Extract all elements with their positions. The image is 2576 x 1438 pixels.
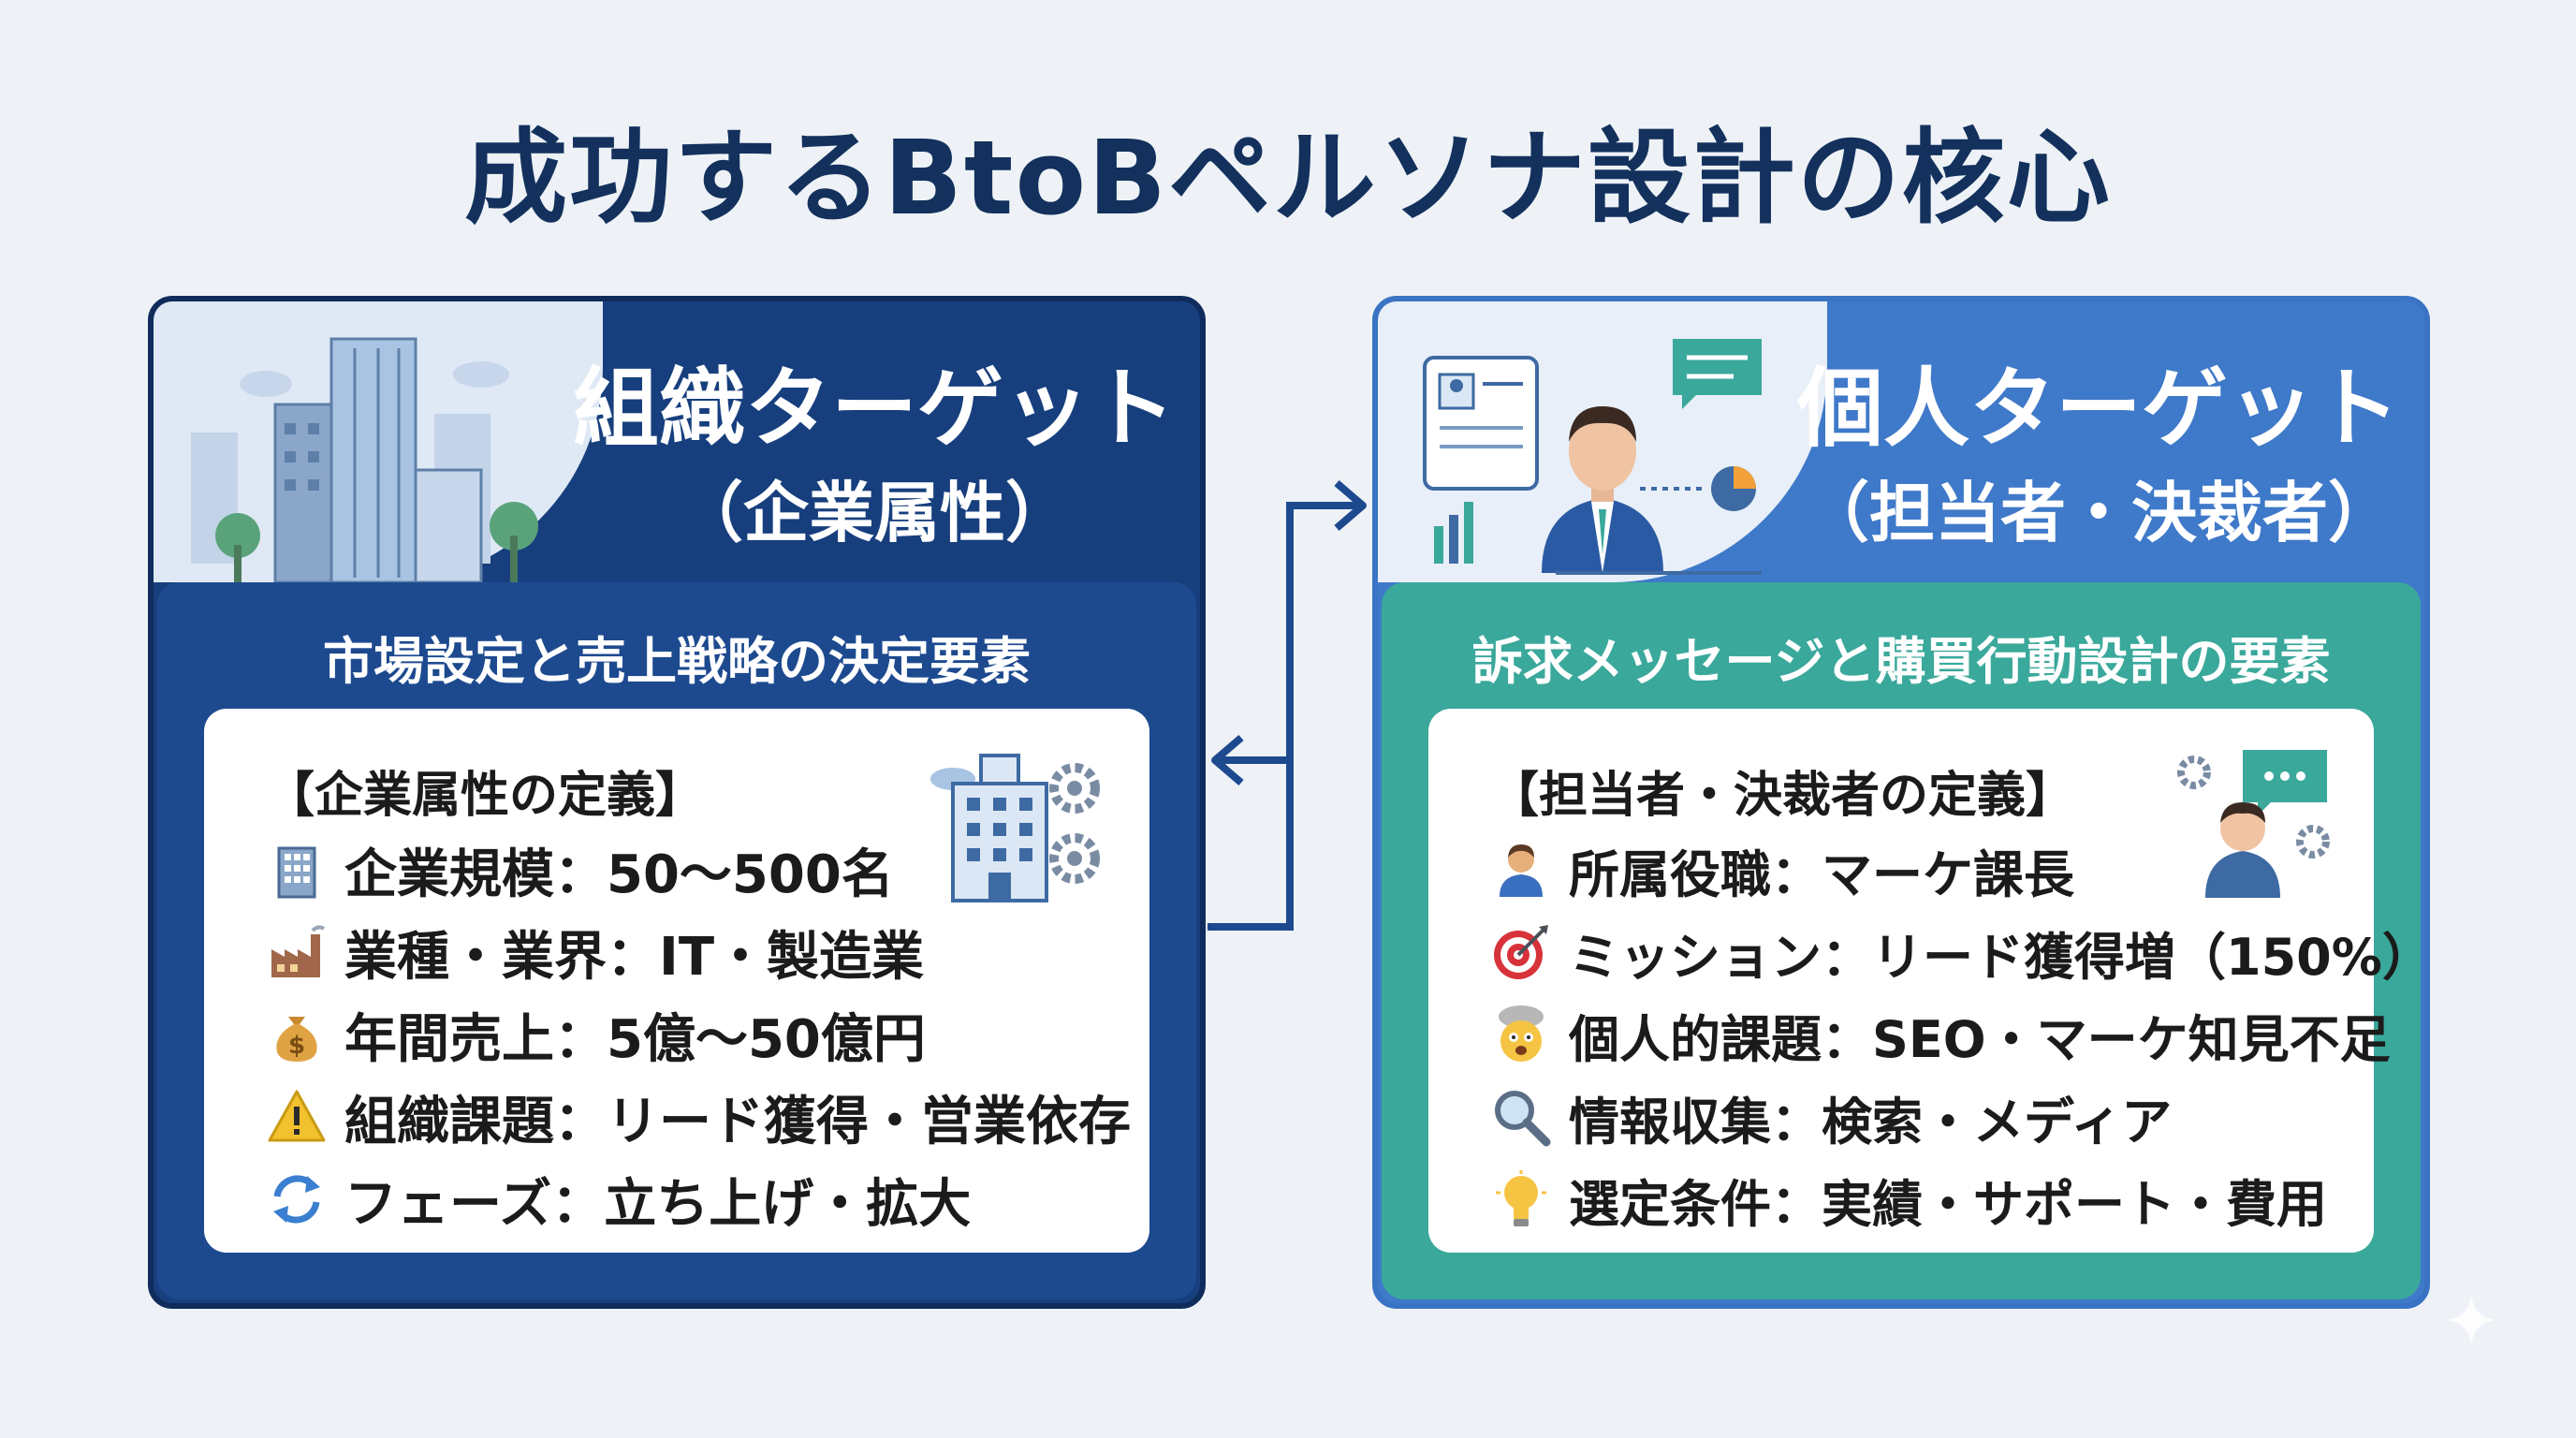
factory-icon	[271, 925, 326, 977]
attribute-list: 所属役職：マーケ課長 ミッション：リード獲得増（150%）	[1490, 829, 2424, 1240]
card-heading: 【企業属性の定義】	[266, 768, 705, 824]
list-item-text: ミッション：リード獲得増（150%）	[1569, 927, 2430, 987]
exploding-head-icon	[1499, 1005, 1544, 1062]
individual-target-panel: 個人ターゲット （担当者・決裁者） 訴求メッセージと購買行動設計の要素 【担当者…	[1372, 296, 2430, 1309]
lightbulb-icon	[1496, 1170, 1546, 1226]
list-item: 情報収集：検索・メディア	[1490, 1076, 2355, 1158]
list-item: ミッション：リード獲得増（150%）	[1490, 911, 2424, 993]
list-item: $ 年間売上：5億〜50億円	[266, 993, 1131, 1076]
person-icon	[1500, 844, 1543, 897]
list-item: 所属役職：マーケ課長	[1490, 829, 2355, 911]
organization-target-panel: 組織ターゲット （企業属性） 市場設定と売上戦略の決定要素 【企業属性の定義】	[148, 296, 1206, 1309]
definition-card: 【担当者・決裁者の定義】 所属役職：マーケ課長	[1428, 709, 2424, 1253]
list-item: 個人的課題：SEO・マーケ知見不足	[1490, 993, 2391, 1076]
list-item-text: 選定条件：実績・サポート・費用	[1569, 1174, 2327, 1234]
card-heading: 【担当者・決裁者の定義】	[1490, 768, 2075, 824]
list-item-text: フェーズ：立ち上げ・拡大	[344, 1173, 972, 1235]
person-chat-gears-icon	[2177, 750, 2330, 898]
panel-body: 訴求メッセージと購買行動設計の要素 【担当者・決裁者の定義】	[1382, 582, 2424, 1299]
list-item-text: 業種・業界：IT・製造業	[344, 926, 925, 988]
list-item-text: 年間売上：5億〜50億円	[344, 1008, 926, 1070]
list-item-text: 個人的課題：SEO・マーケ知見不足	[1569, 1009, 2391, 1069]
list-item-text: 情報収集：検索・メディア	[1569, 1092, 2173, 1152]
attribute-list: 企業規模：50〜500名 業種・業界：IT・製造業 $	[266, 829, 1131, 1240]
section-title: 市場設定と売上戦略の決定要素	[323, 632, 1031, 691]
list-item: 組織課題：リード獲得・営業依存	[266, 1076, 1131, 1158]
city-buildings-illustration	[154, 301, 603, 582]
list-item-text: 組織課題：リード獲得・営業依存	[344, 1091, 1131, 1152]
magnifier-icon	[1495, 1091, 1551, 1147]
money-bag-icon: $	[276, 1017, 317, 1062]
panel-subtitle: （担当者・決裁者）	[1804, 475, 2393, 551]
target-icon	[1494, 925, 1548, 979]
panel-header: 個人ターゲット （担当者・決裁者）	[1378, 301, 2424, 582]
list-item-text: 所属役職：マーケ課長	[1569, 844, 2074, 904]
businessman-illustration	[1378, 301, 1827, 582]
list-item: 選定条件：実績・サポート・費用	[1490, 1158, 2355, 1240]
list-item: 企業規模：50〜500名	[266, 829, 1131, 911]
panel-title: 個人ターゲット	[1796, 359, 2400, 459]
list-item-text: 企業規模：50〜500名	[344, 844, 894, 905]
arrow-left-icon	[1211, 734, 1244, 786]
list-item: 業種・業界：IT・製造業	[266, 911, 1131, 993]
sparkle-icon	[2447, 1296, 2496, 1344]
warning-icon	[268, 1090, 326, 1142]
svg-text:$: $	[288, 1032, 305, 1060]
arrow-right-icon	[1334, 479, 1367, 532]
panel-title: 組織ターゲット	[572, 359, 1176, 459]
section-title: 訴求メッセージと購買行動設計の要素	[1471, 632, 2331, 691]
cycle-arrows-icon	[273, 1175, 320, 1224]
page-title: 成功するBtoBペルソナ設計の核心	[464, 118, 2112, 238]
panel-body: 市場設定と売上戦略の決定要素 【企業属性の定義】	[157, 582, 1196, 1299]
list-item: フェーズ：立ち上げ・拡大	[266, 1158, 1131, 1240]
panel-header: 組織ターゲット （企業属性）	[154, 301, 1200, 582]
building-icon	[277, 846, 316, 899]
panel-subtitle: （企業属性）	[678, 475, 1071, 551]
building-gears-icon	[930, 754, 1100, 902]
definition-card: 【企業属性の定義】	[204, 709, 1149, 1253]
